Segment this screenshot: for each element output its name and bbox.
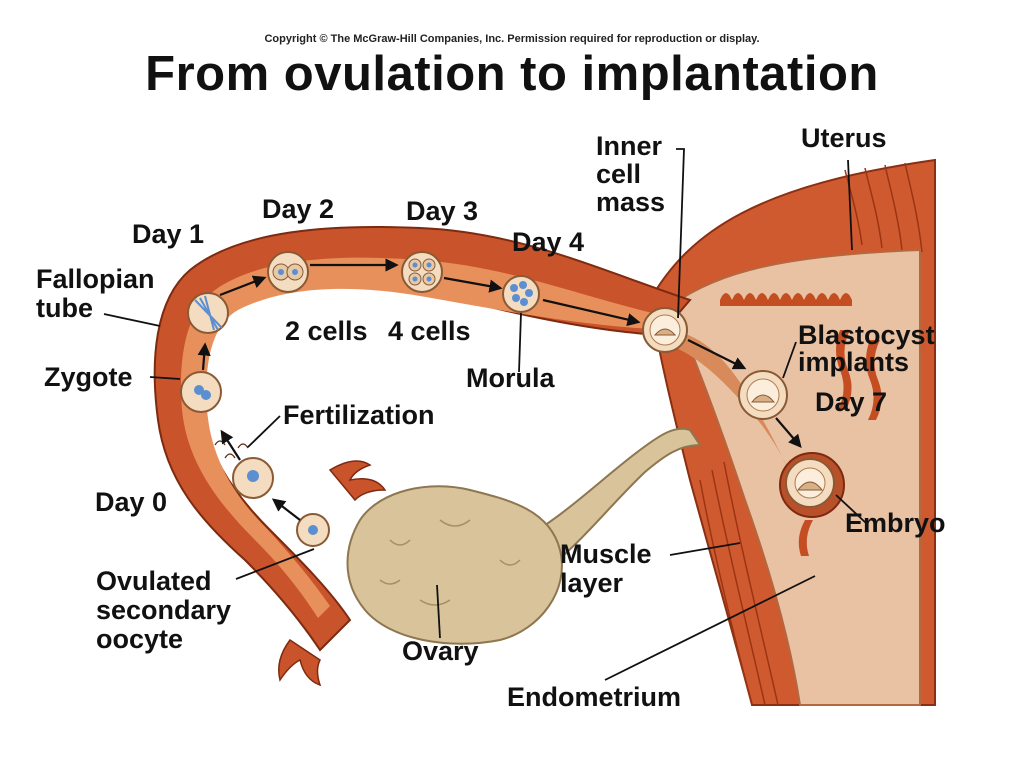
implanting-blastocyst bbox=[738, 370, 788, 420]
label-day-7: Day 7 bbox=[815, 387, 888, 417]
sperm-marks bbox=[214, 440, 249, 459]
fallopian-tube-lumen bbox=[180, 257, 670, 618]
label-ovary: Ovary bbox=[402, 636, 479, 666]
ovarian-ligament bbox=[518, 427, 702, 577]
label-day-3: Day 3 bbox=[406, 196, 479, 226]
two-cell-embryo bbox=[267, 251, 309, 293]
muscle-striations bbox=[699, 162, 923, 706]
ovulated-oocyte-cell bbox=[296, 513, 330, 547]
diagram-title: From ovulation to implantation bbox=[145, 47, 879, 101]
label-ovulated-secondary-oocyte: Ovulated secondary oocyte bbox=[96, 566, 232, 654]
four-cell-embryo bbox=[401, 251, 443, 293]
early-blastocyst bbox=[642, 307, 688, 353]
label-day-1: Day 1 bbox=[132, 219, 205, 249]
morula-cell bbox=[502, 275, 540, 313]
label-day-2: Day 2 bbox=[262, 194, 335, 224]
label-day-4: Day 4 bbox=[512, 227, 585, 257]
copyright-notice: Copyright © The McGraw-Hill Companies, I… bbox=[264, 33, 760, 45]
label-blastocyst-implants: Blastocyst implants bbox=[798, 320, 935, 377]
label-embryo: Embryo bbox=[845, 508, 946, 538]
fertilized-egg-cell bbox=[232, 457, 274, 499]
label-endometrium: Endometrium bbox=[507, 682, 682, 712]
label-muscle-layer: Muscle layer bbox=[560, 539, 652, 598]
label-zygote: Zygote bbox=[44, 362, 133, 392]
progression-arrows bbox=[197, 258, 802, 521]
label-2-cells: 2 cells bbox=[285, 316, 368, 346]
uterine-cavity bbox=[650, 329, 800, 500]
ovary-texture bbox=[379, 519, 521, 606]
label-morula: Morula bbox=[466, 363, 555, 393]
label-fallopian-tube: Fallopian tube bbox=[36, 264, 155, 323]
zygote-cell bbox=[180, 371, 222, 413]
label-day-0: Day 0 bbox=[95, 487, 168, 517]
label-inner-cell-mass: Inner cell mass bbox=[596, 131, 666, 217]
ovary bbox=[346, 485, 563, 645]
fimbriae bbox=[278, 460, 387, 687]
label-fertilization: Fertilization bbox=[283, 400, 435, 430]
label-uterus: Uterus bbox=[801, 123, 887, 153]
leader-lines bbox=[103, 148, 867, 681]
dividing-zygote-cell bbox=[187, 292, 229, 334]
embryo-implanted bbox=[779, 452, 845, 518]
label-4-cells: 4 cells bbox=[388, 316, 471, 346]
